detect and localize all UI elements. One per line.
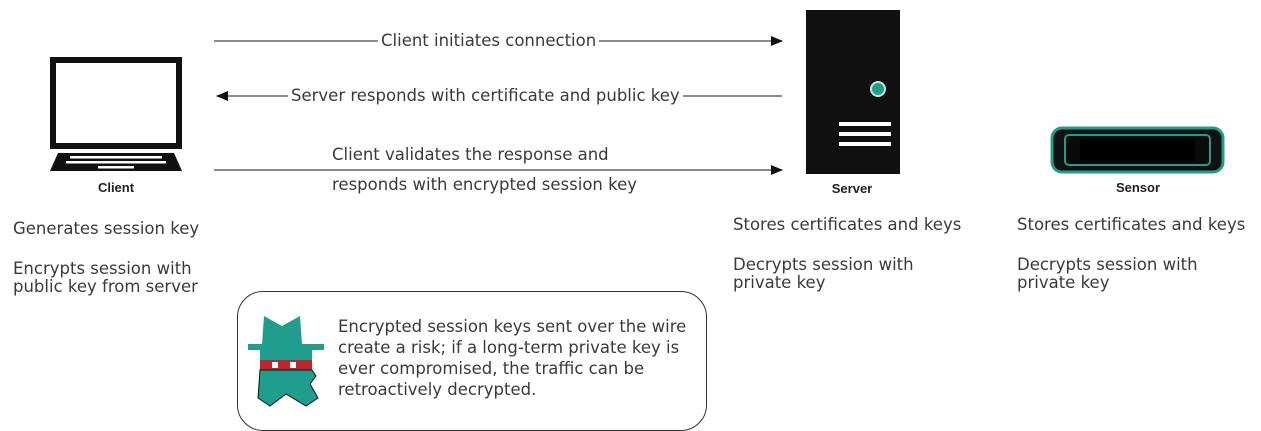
flow-3-label-line-1: Client validates the response and [332,145,609,164]
server-description-1: Stores certificates and keys [733,215,962,234]
risk-callout-text: Encrypted session keys sent over the wir… [338,317,687,399]
server-description-2: Decrypts session with private key [733,255,914,292]
client-label: Client [97,180,135,195]
spy-icon [248,316,324,407]
sensor-description-2: Decrypts session with private key [1017,255,1198,292]
risk-callout: Encrypted session keys sent over the wir… [237,291,707,431]
server-icon [806,10,900,174]
client-description-1: Generates session key [13,219,200,238]
flow-3-label-line-2: responds with encrypted session key [332,175,638,194]
flow-2-label: Server responds with certificate and pub… [288,86,683,106]
sensor-icon [1050,126,1225,174]
sensor-label: Sensor [1115,180,1161,195]
laptop-icon [50,57,182,171]
flow-1-label: Client initiates connection [378,31,600,51]
server-label: Server [831,181,873,196]
sensor-description-1: Stores certificates and keys [1017,215,1246,234]
client-description-2: Encrypts session with public key from se… [13,259,198,296]
